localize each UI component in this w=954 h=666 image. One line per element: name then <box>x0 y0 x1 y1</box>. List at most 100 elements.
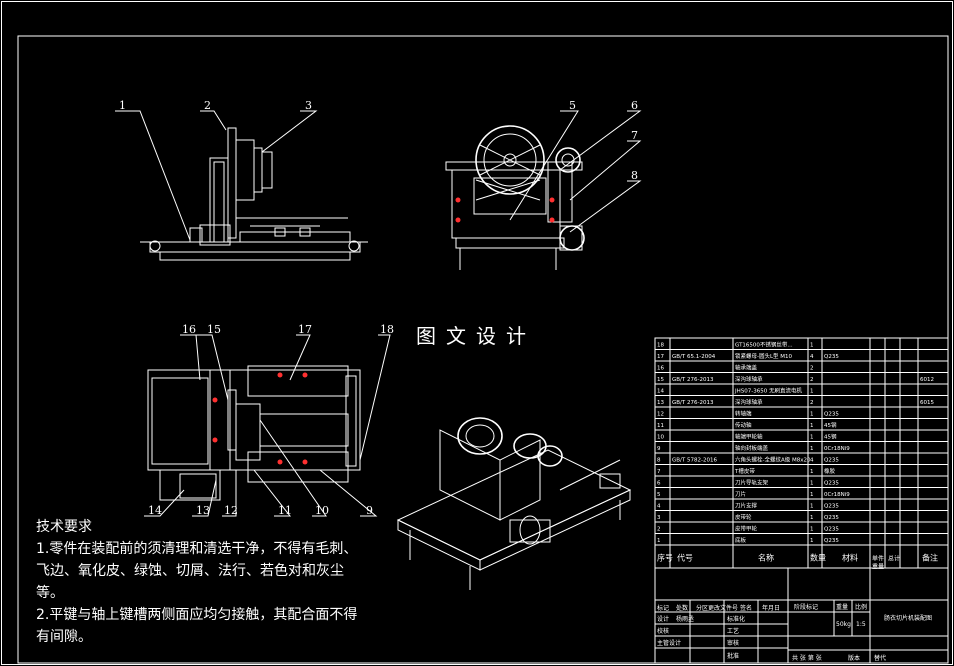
bom-cell-mat: Q235 <box>824 515 839 521</box>
bom-cell-name: 轴端甲轮轴 <box>735 433 763 441</box>
bom-cell-name: 刀片 <box>735 490 746 498</box>
balloon-17: 17 <box>298 323 312 336</box>
bom-header-name: 名称 <box>758 553 774 563</box>
tb-chief: 主管设计 <box>657 639 681 647</box>
tech-note-2: 2.平键与轴上键槽两侧面应均匀接触，其配合面不得有间隙。 <box>36 607 358 645</box>
bom-cell-qty: 1 <box>810 446 814 452</box>
tb-scale-value: 1:5 <box>856 621 866 628</box>
bom-cell-qty: 1 <box>810 343 814 349</box>
bom-cell-no: 10 <box>657 435 664 441</box>
bom-cell-code: GB/T 5782-2016 <box>672 458 717 464</box>
balloon-2: 2 <box>204 99 211 112</box>
balloon-9: 9 <box>366 504 373 517</box>
tb-count: 处数 <box>676 604 688 612</box>
bom-cell-mat: Q235 <box>824 458 839 464</box>
bom-cell-qty: 1 <box>810 515 814 521</box>
bom-cell-no: 7 <box>657 469 661 475</box>
balloon-1: 1 <box>119 99 126 112</box>
side-view <box>445 125 585 270</box>
tb-date: 年月日 <box>762 604 780 612</box>
bom-header-no: 序号 <box>657 553 673 563</box>
bom-header-weight: 重量 <box>872 563 884 571</box>
bom-cell-qty: 1 <box>810 481 814 487</box>
bom-cell-no: 14 <box>657 389 664 395</box>
tb-check: 校核 <box>657 627 669 635</box>
tb-drawing-title: 肠衣切片机装配图 <box>884 614 932 622</box>
bom-cell-qty: 1 <box>810 389 814 395</box>
bom-cell-no: 17 <box>657 354 664 360</box>
tb-sign: 签名 <box>740 604 752 612</box>
bom-cell-qty: 4 <box>810 354 814 360</box>
tb-weight: 重量 <box>836 603 848 611</box>
balloon-3: 3 <box>305 99 312 112</box>
bom-cell-no: 5 <box>657 492 661 498</box>
bom-cell-name: 轴承端盖 <box>735 364 758 372</box>
bom-cell-qty: 1 <box>810 527 814 533</box>
bom-cell-mat: 45钢 <box>824 421 837 429</box>
balloon-15: 15 <box>207 323 221 336</box>
bom-cell-qty: 2 <box>810 366 814 372</box>
bom-cell-no: 9 <box>657 446 661 452</box>
bom-cell-name: 锁紧螺母-圆头L型 M10 <box>735 352 793 360</box>
bom-cell-qty: 1 <box>810 412 814 418</box>
bom-cell-name: 刀片支撑 <box>735 502 758 510</box>
bom-cell-mat: Q235 <box>824 538 839 544</box>
bom-cell-mat: 橡胶 <box>824 467 836 475</box>
front-view <box>140 127 368 261</box>
tb-weight-value: 50kg <box>836 621 851 628</box>
bom-cell-no: 16 <box>657 366 664 372</box>
balloon-6: 6 <box>631 99 638 112</box>
bom-cell-code: GB/T 276-2013 <box>672 400 714 406</box>
bom-cell-code: GB/T 65.1-2004 <box>672 354 716 360</box>
bom-header-unit: 单件 <box>872 555 884 563</box>
tb-approve: 批准 <box>727 652 739 660</box>
balloon-18: 18 <box>380 323 394 336</box>
tb-zone: 分区 <box>696 604 708 612</box>
tb-sheets: 共 张 第 张 <box>792 654 822 662</box>
tb-design: 设计 <box>657 615 669 623</box>
bom-cell-no: 18 <box>657 343 664 349</box>
bom-cell-mat: 0Cr18Ni9 <box>824 446 850 452</box>
bom-cell-qty: 1 <box>810 492 814 498</box>
bom-cell-qty: 1 <box>810 423 814 429</box>
bom-cell-mat: 0Cr18Ni9 <box>824 492 850 498</box>
bom-cell-no: 11 <box>657 423 664 429</box>
bom-cell-mat: Q235 <box>824 481 839 487</box>
balloon-8: 8 <box>631 169 638 182</box>
bom-cell-no: 4 <box>657 504 661 510</box>
bom-cell-mat: Q235 <box>824 412 839 418</box>
bom-cell-note: 6015 <box>920 400 934 406</box>
balloon-12: 12 <box>224 504 238 517</box>
balloon-5: 5 <box>569 99 576 112</box>
balloon-leaders <box>115 110 642 517</box>
tb-design-name: 杨雨丞 <box>676 615 694 623</box>
watermark: 图文设计 <box>416 324 536 348</box>
technical-requirements: 技术要求 1.零件在装配前的须清理和清选干净，不得有毛刺、飞边、氧化皮、绿蚀、切… <box>36 516 366 648</box>
balloon-14: 14 <box>148 504 162 517</box>
bom-cell-mat: Q235 <box>824 504 839 510</box>
tb-stage: 阶段标记 <box>794 603 818 611</box>
bom-cell-name: T槽皮带 <box>734 467 755 475</box>
bom-cell-no: 3 <box>657 515 661 521</box>
balloon-numbers: 1 2 3 4 5 6 7 8 9 10 11 12 13 14 15 16 1… <box>119 99 638 517</box>
title-block-text: 标记 处数 分区 更改文件号 签名 年月日 设计 杨雨丞 标准化 校核 工艺 主… <box>657 603 932 662</box>
tech-notes-title: 技术要求 <box>36 519 92 535</box>
bom-cell-qty: 1 <box>810 435 814 441</box>
bom-header-note: 备注 <box>922 553 938 563</box>
bom-cell-qty: 1 <box>810 504 814 510</box>
bom-cell-no: 15 <box>657 377 664 383</box>
tb-process: 工艺 <box>727 627 739 635</box>
bom-cell-name: 传动轴 <box>735 421 752 429</box>
bom-cell-mat: Q235 <box>824 527 839 533</box>
bom-cell-qty: 1 <box>810 469 814 475</box>
bom-cell-code: GB/T 276-2013 <box>672 377 714 383</box>
top-view <box>147 365 361 501</box>
bom-cell-name: 深沟球轴承 <box>735 398 763 406</box>
bom-cell-no: 6 <box>657 481 661 487</box>
isometric-view <box>396 417 632 590</box>
bom-cell-no: 12 <box>657 412 664 418</box>
tb-scale: 比例 <box>855 603 867 611</box>
